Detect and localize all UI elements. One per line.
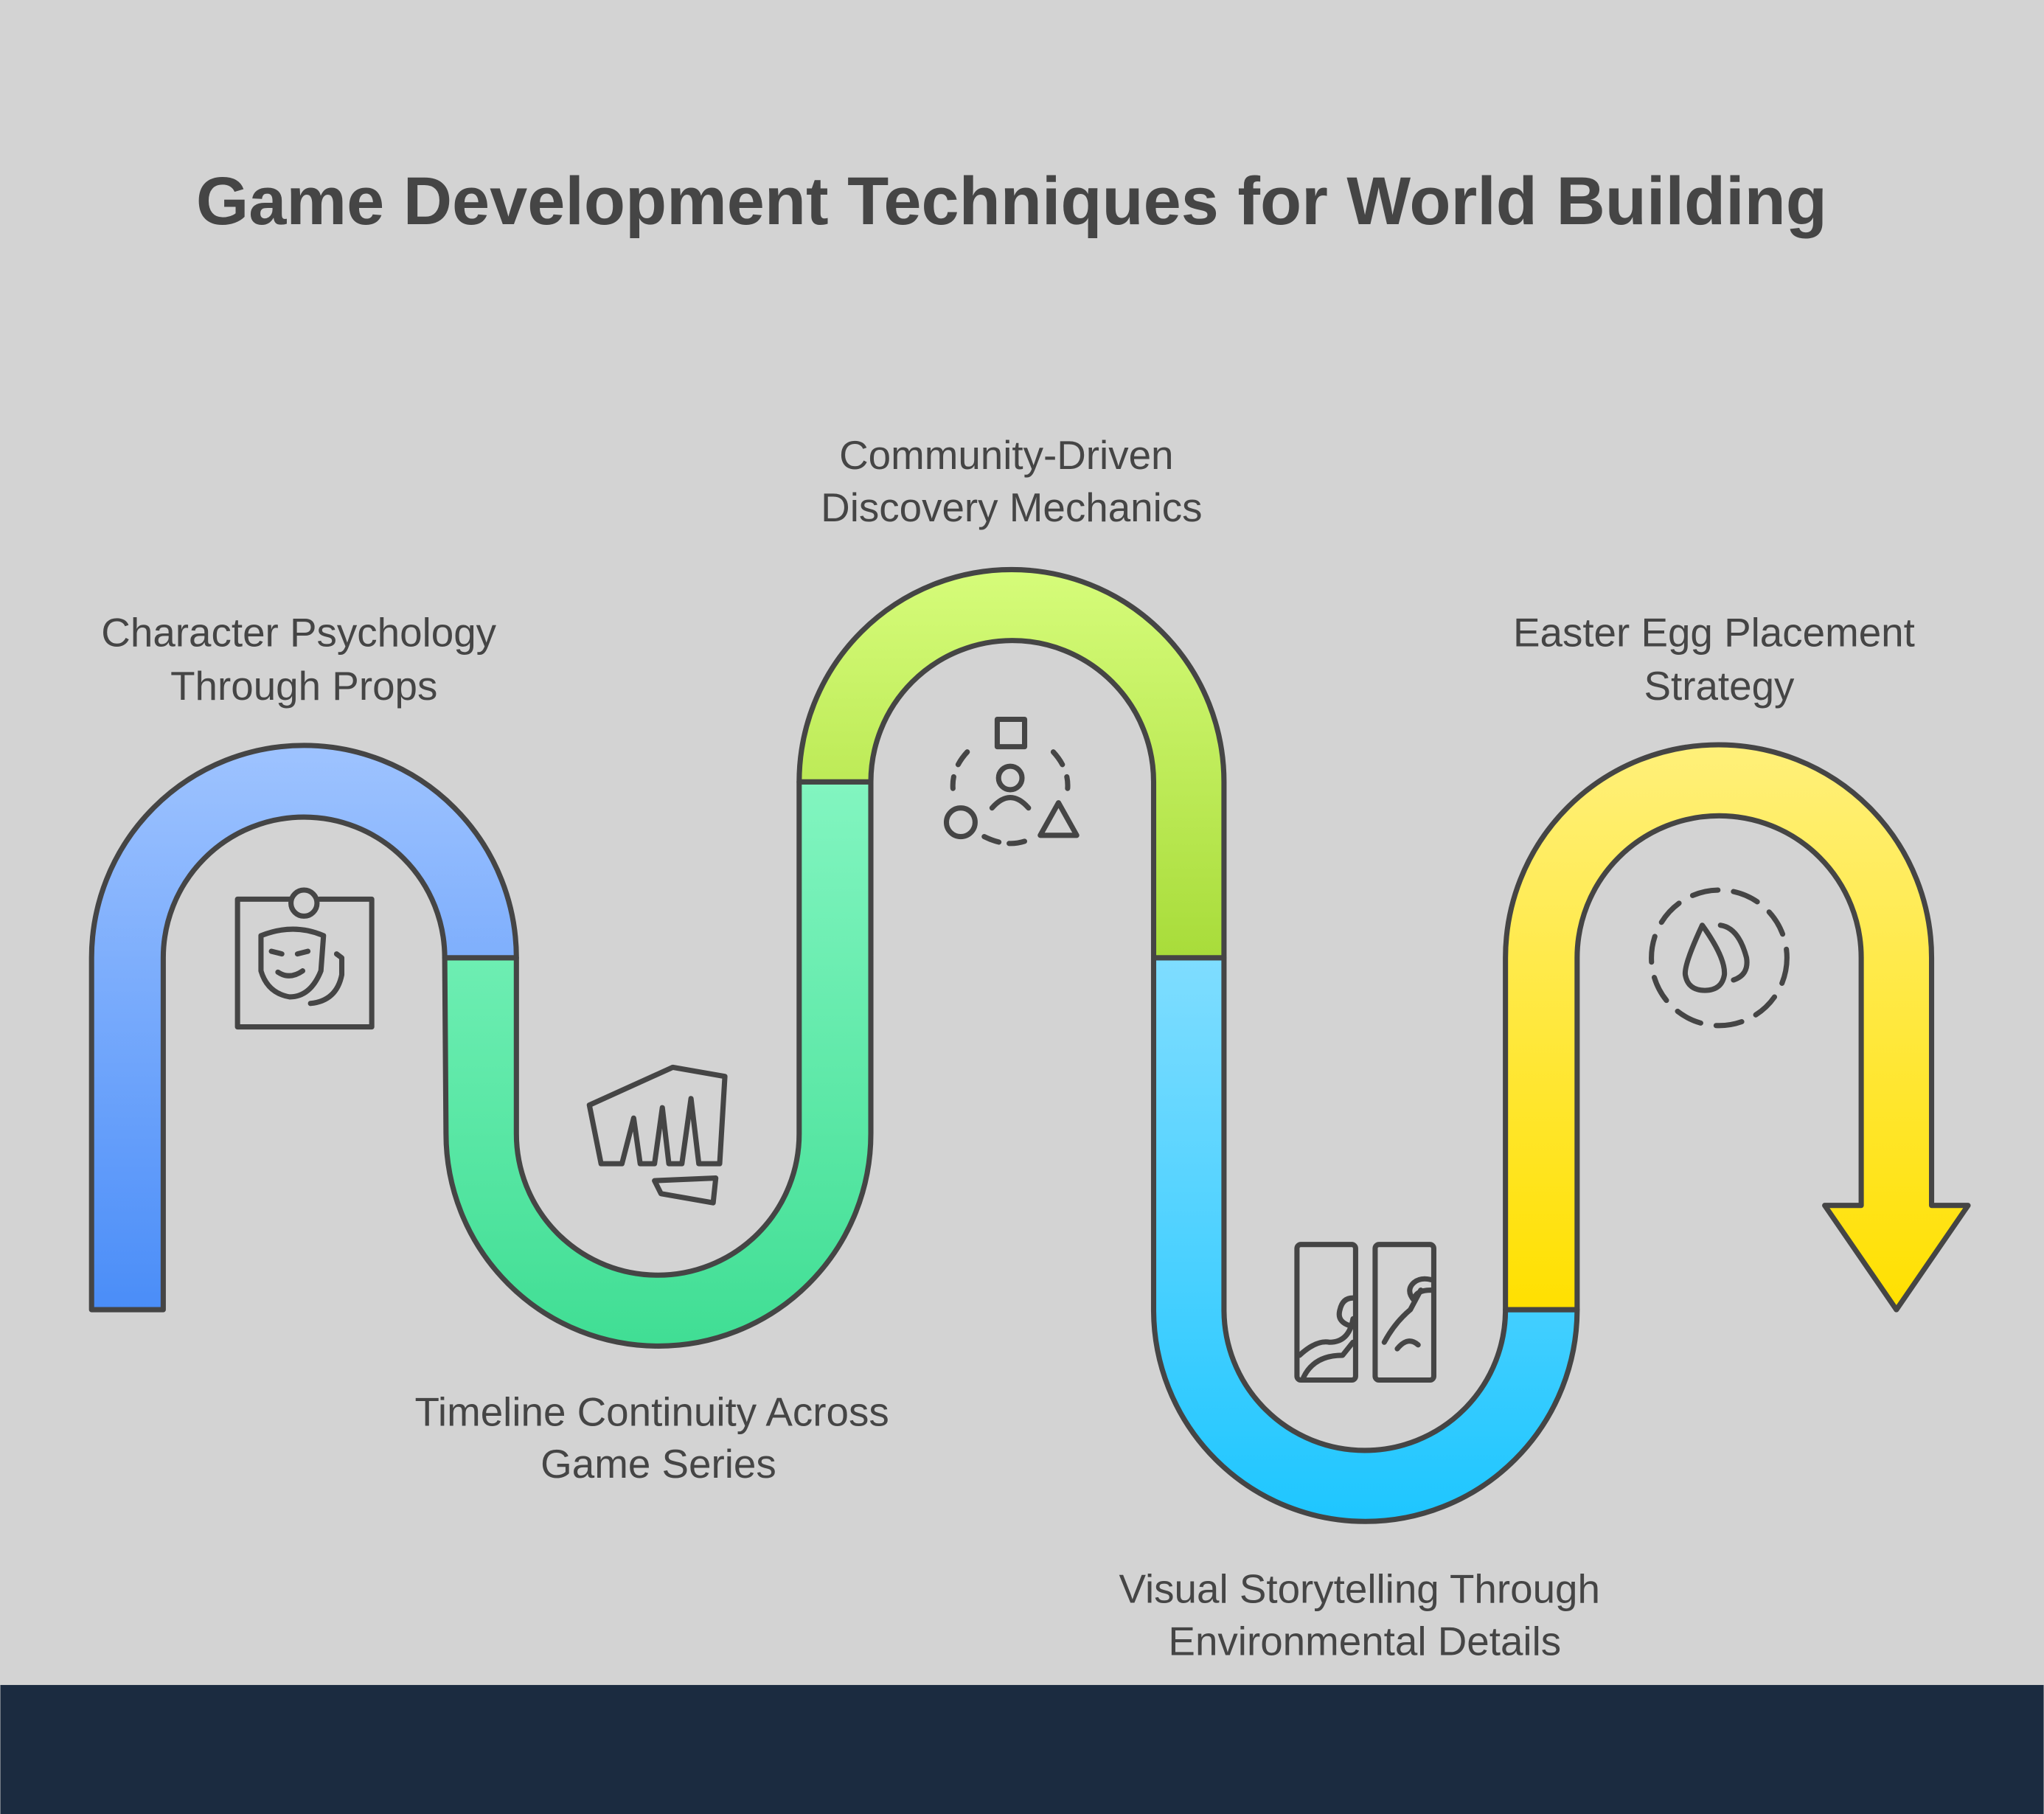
label-line: Easter Egg Placement: [1513, 610, 1915, 656]
label-line: Character Psychology: [101, 610, 496, 656]
fist-icon: [586, 1064, 728, 1206]
step-label-5: Easter Egg Placement Strategy: [1513, 610, 1915, 709]
label-line: Through Props: [170, 663, 437, 709]
step-label-2: Timeline Continuity Across Game Series: [414, 1389, 889, 1487]
path-segment-5-arrow: [1503, 742, 1971, 1313]
label-line: Discovery Mechanics: [821, 484, 1202, 530]
label-line: Community-Driven: [839, 432, 1173, 478]
path-segment-1: [88, 743, 519, 1313]
scroll-panels-icon: [1294, 1242, 1436, 1383]
page-title: Game Development Techniques for World Bu…: [196, 164, 1827, 239]
label-line: Timeline Continuity Across: [414, 1389, 889, 1434]
label-line: Game Series: [540, 1441, 776, 1487]
path-segment-2: [442, 779, 874, 1349]
step-label-3: Community-Driven Discovery Mechanics: [821, 432, 1202, 530]
footer-bar: [0, 1685, 2044, 1814]
label-line: Visual Storytelling Through: [1119, 1566, 1600, 1612]
path-segment-3: [796, 566, 1227, 961]
label-line: Environmental Details: [1168, 1618, 1561, 1664]
easter-egg-icon: [1649, 887, 1790, 1029]
community-shapes-icon: [943, 716, 1080, 847]
label-line: Strategy: [1644, 663, 1795, 709]
step-label-4: Visual Storytelling Through Environmenta…: [1119, 1566, 1600, 1664]
path-segment-4: [1150, 955, 1580, 1524]
step-label-1: Character Psychology Through Props: [101, 610, 496, 709]
theater-mask-icon: [234, 887, 375, 1030]
